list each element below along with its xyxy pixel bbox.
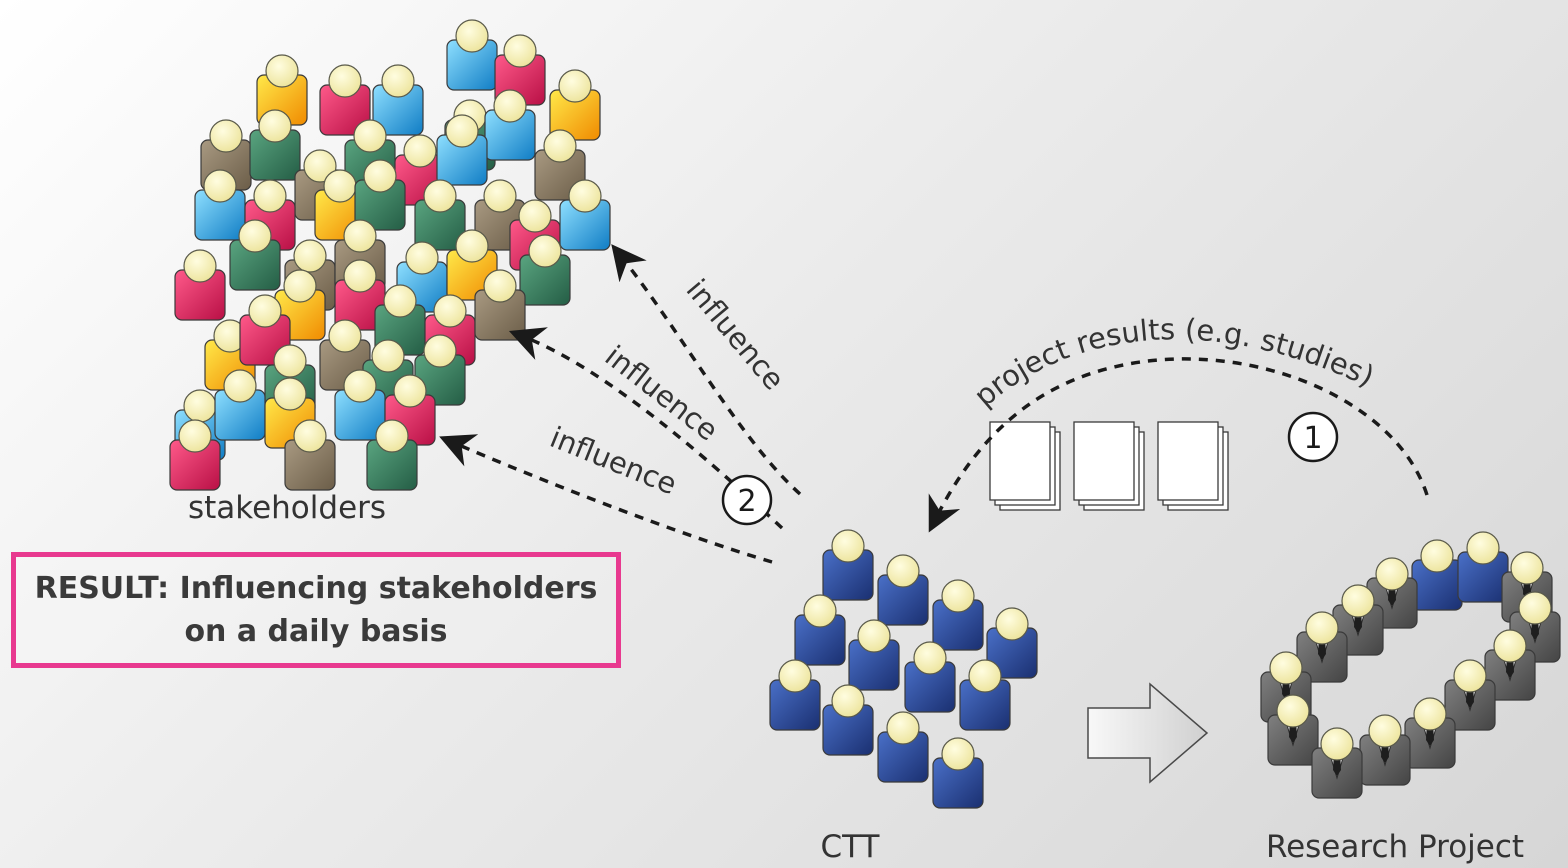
svg-text:2: 2 [737,484,756,519]
person-icon [214,369,266,441]
influence-label-2: influence [599,339,725,448]
person-icon [334,259,386,331]
documents-icon [989,421,1229,511]
person-icon [1404,697,1456,769]
person-icon [848,619,900,691]
person-icon [1457,531,1509,603]
svg-text:1: 1 [1303,421,1322,456]
person-icon [436,114,488,186]
transition-arrow-icon [1087,682,1209,784]
person-icon [484,89,536,161]
result-box: RESULT: Influencing stakeholders on a da… [11,552,621,668]
research-project-label: Research Project [1266,829,1524,865]
step-2-badge: 2 [721,474,773,526]
step-1-badge: 1 [1287,411,1339,463]
project-results-label: project results (e.g. studies) [967,312,1379,413]
person-icon [169,419,221,491]
person-icon [559,179,611,251]
person-icon [932,579,984,651]
person-icon [877,554,929,626]
person-icon [1444,659,1496,731]
person-icon [794,594,846,666]
person-icon [769,659,821,731]
influence-label-1: influence [680,273,792,397]
person-icon [549,69,601,141]
person-icon [822,529,874,601]
influence-label-3: influence [545,420,681,501]
person-icon [446,19,498,91]
person-icon [519,234,571,306]
person-icon [334,369,386,441]
research-project-team [1260,531,1561,799]
person-icon [904,641,956,713]
ctt-team [769,529,1038,809]
person-icon [1359,714,1411,786]
stakeholders-label: stakeholders [188,490,386,526]
influence-arrow-3 [439,434,773,564]
person-icon [1484,629,1536,701]
person-icon [932,737,984,809]
person-icon [229,219,281,291]
person-icon [1267,694,1319,766]
influence-arrow-1 [611,244,802,496]
person-icon [174,249,226,321]
person-icon [959,659,1011,731]
person-icon [822,684,874,756]
person-icon [986,607,1038,679]
person-icon [414,334,466,406]
person-icon [366,419,418,491]
person-icon [372,64,424,136]
person-icon [1411,539,1463,611]
person-icon [1311,727,1363,799]
person-icon [877,711,929,783]
ctt-label: CTT [821,829,881,865]
person-icon [319,64,371,136]
person-icon [249,109,301,181]
person-icon [284,419,336,491]
person-icon [474,179,526,251]
stakeholders-crowd [169,19,611,491]
person-icon [414,179,466,251]
result-line-2: on a daily basis [184,614,448,649]
result-line-1: RESULT: Influencing stakeholders [34,571,598,606]
person-icon [354,159,406,231]
project-results-arrow [928,357,1429,533]
person-icon [194,169,246,241]
